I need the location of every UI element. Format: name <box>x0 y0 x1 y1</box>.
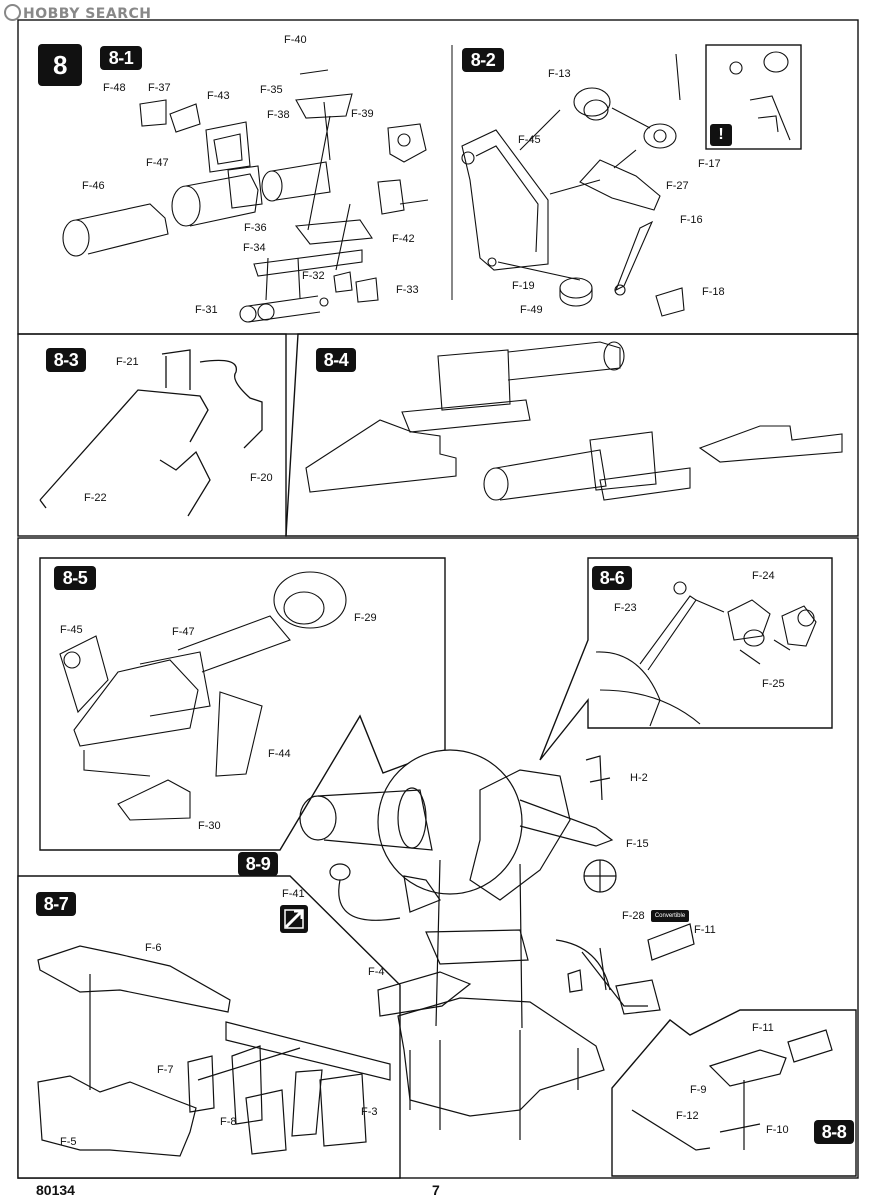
part-label: F-35 <box>260 84 283 96</box>
inset-8-2-frame <box>705 44 802 150</box>
part-label: F-6 <box>145 942 162 954</box>
part-label: F-40 <box>284 34 307 46</box>
part-label: F-43 <box>207 90 230 102</box>
part-label: F-36 <box>244 222 267 234</box>
part-label: F-25 <box>762 678 785 690</box>
part-label: F-16 <box>680 214 703 226</box>
part-label: H-2 <box>630 772 648 784</box>
part-label: F-38 <box>267 109 290 121</box>
part-label: F-5 <box>60 1136 77 1148</box>
part-label: F-37 <box>148 82 171 94</box>
art-8-7 <box>37 945 391 1157</box>
watermark: HOBBY SEARCH <box>4 4 151 22</box>
part-label: F-47 <box>146 157 169 169</box>
art-8-9 <box>299 749 695 1140</box>
step-8-2-badge: 8-2 <box>462 48 504 72</box>
part-label: F-32 <box>302 270 325 282</box>
step-8-1-badge: 8-1 <box>100 46 142 70</box>
part-label: F-42 <box>392 233 415 245</box>
part-label: F-29 <box>354 612 377 624</box>
part-label: F-20 <box>250 472 273 484</box>
part-label: F-19 <box>512 280 535 292</box>
part-label: F-39 <box>351 108 374 120</box>
part-label: F-22 <box>84 492 107 504</box>
step-8-7-badge: 8-7 <box>36 892 76 916</box>
part-label: F-9 <box>690 1084 707 1096</box>
caution-icon: ! <box>710 124 732 146</box>
convertible-tag: Convertible <box>651 910 689 922</box>
part-label: F-47 <box>172 626 195 638</box>
part-label: F-49 <box>520 304 543 316</box>
part-label: F-10 <box>766 1124 789 1136</box>
part-label: F-11 <box>694 924 716 936</box>
step-8-6-badge: 8-6 <box>592 566 632 590</box>
art-8-1 <box>62 69 429 323</box>
part-label: F-45 <box>60 624 83 636</box>
part-label: F-23 <box>614 602 637 614</box>
panel-8-6-callout <box>539 557 833 761</box>
part-label: F-21 <box>116 356 139 368</box>
part-label: F-18 <box>702 286 725 298</box>
art-8-8 <box>631 1029 833 1151</box>
panel-8-8-callout <box>611 1009 857 1177</box>
part-label: F-15 <box>626 838 649 850</box>
part-label: F-45 <box>518 134 541 146</box>
part-label: F-3 <box>361 1106 378 1118</box>
part-label: F-28 <box>622 910 645 922</box>
art-8-6 <box>595 581 817 727</box>
part-label: F-4 <box>368 966 385 978</box>
part-label: F-34 <box>243 242 266 254</box>
art-8-2 <box>461 51 791 317</box>
part-label: F-27 <box>666 180 689 192</box>
part-label: F-12 <box>676 1110 699 1122</box>
panel-8-4-frame <box>285 333 859 537</box>
step-8-4-badge: 8-4 <box>316 348 356 372</box>
panel-8-1-8-2-frame <box>17 19 859 335</box>
page-number: 7 <box>432 1182 440 1198</box>
part-label: F-24 <box>752 570 775 582</box>
part-label: F-13 <box>548 68 571 80</box>
step-8-8-badge: 8-8 <box>814 1120 854 1144</box>
art-8-5 <box>59 571 347 821</box>
art-8-3 <box>39 349 263 517</box>
part-label: F-31 <box>195 304 218 316</box>
part-label: F-8 <box>220 1116 237 1128</box>
step-8-5-badge: 8-5 <box>54 566 96 590</box>
step-8-3-badge: 8-3 <box>46 348 86 372</box>
part-label: F-44 <box>268 748 291 760</box>
panel-8-5-8-9-frame <box>17 537 859 1179</box>
part-label: F-33 <box>396 284 419 296</box>
panel-8-3-frame <box>17 333 287 537</box>
part-label: F-17 <box>698 158 721 170</box>
part-label: F-48 <box>103 82 126 94</box>
part-label: F-7 <box>157 1064 174 1076</box>
panel-8-7-callout <box>17 875 401 1179</box>
product-code: 80134 <box>36 1182 75 1198</box>
step-8-badge: 8 <box>38 44 82 86</box>
part-label: F-11 <box>752 1022 774 1034</box>
art-8-4 <box>305 341 843 501</box>
reference-icon <box>280 905 308 933</box>
part-label: F-41 <box>282 888 305 900</box>
part-label: F-30 <box>198 820 221 832</box>
step-8-9-badge: 8-9 <box>238 852 278 876</box>
part-label: F-46 <box>82 180 105 192</box>
panel-8-5-callout <box>39 557 446 851</box>
